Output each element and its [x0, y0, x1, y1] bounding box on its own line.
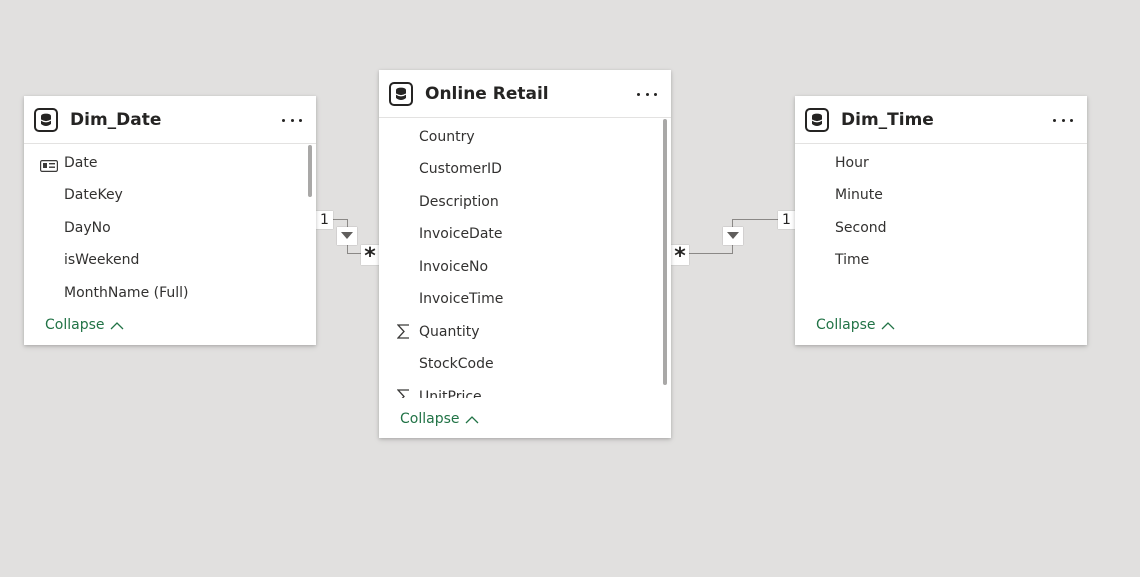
field-list[interactable]: Country CustomerID Description InvoiceDa… [379, 119, 671, 398]
scrollbar-thumb[interactable] [663, 119, 667, 385]
collapse-button[interactable]: Collapse [45, 317, 124, 333]
table-title: Dim_Date [70, 110, 162, 130]
table-card-online-retail[interactable]: Online Retail Country CustomerID Descrip… [379, 70, 671, 438]
database-icon [805, 108, 829, 132]
cardinality-many-label: * [361, 245, 379, 269]
table-card-dim-time[interactable]: Dim_Time Hour Minute Second Time Collaps… [795, 96, 1087, 345]
field-item[interactable]: DateKey [64, 187, 123, 203]
cardinality-one-label: 1 [316, 211, 333, 229]
table-header[interactable]: Dim_Date [24, 96, 316, 144]
field-item[interactable]: CustomerID [419, 161, 502, 177]
collapse-label: Collapse [816, 317, 876, 333]
collapse-button[interactable]: Collapse [400, 411, 479, 427]
database-icon [34, 108, 58, 132]
table-title: Dim_Time [841, 110, 934, 130]
field-item[interactable]: MonthName (Full) [64, 285, 189, 301]
table-title: Online Retail [425, 84, 549, 104]
field-item[interactable]: InvoiceDate [419, 226, 503, 242]
sigma-icon [396, 389, 410, 398]
more-options-icon[interactable] [637, 84, 657, 104]
field-item[interactable]: InvoiceTime [419, 291, 504, 307]
collapse-label: Collapse [400, 411, 460, 427]
chevron-up-icon [465, 415, 478, 423]
collapse-button[interactable]: Collapse [816, 317, 895, 333]
field-item[interactable]: InvoiceNo [419, 259, 489, 275]
calendar-hierarchy-icon [40, 157, 58, 176]
field-item[interactable]: Date [64, 155, 98, 171]
more-options-icon[interactable] [282, 110, 302, 130]
cardinality-many-label: * [671, 245, 689, 269]
database-icon [389, 82, 413, 106]
field-item[interactable]: Country [419, 129, 475, 145]
cardinality-one-label: 1 [778, 211, 795, 229]
field-item[interactable]: Quantity [419, 324, 480, 340]
field-item[interactable]: Minute [835, 187, 883, 203]
table-header[interactable]: Online Retail [379, 70, 671, 118]
relationship-line[interactable] [732, 219, 795, 220]
table-card-dim-date[interactable]: Dim_Date Date DateKey DayNo isWeekend Mo… [24, 96, 316, 345]
field-item[interactable]: Second [835, 220, 887, 236]
more-options-icon[interactable] [1053, 110, 1073, 130]
filter-direction-icon[interactable] [723, 227, 743, 245]
chevron-up-icon [881, 321, 894, 329]
field-item[interactable]: StockCode [419, 356, 494, 372]
field-item[interactable]: Description [419, 194, 499, 210]
field-item[interactable]: Time [835, 252, 870, 268]
field-item[interactable]: DayNo [64, 220, 111, 236]
scrollbar-thumb[interactable] [308, 145, 312, 197]
field-item[interactable]: isWeekend [64, 252, 140, 268]
field-item[interactable]: UnitPrice [419, 389, 482, 398]
relationship-line[interactable] [671, 253, 733, 254]
table-header[interactable]: Dim_Time [795, 96, 1087, 144]
collapse-label: Collapse [45, 317, 105, 333]
chevron-up-icon [110, 321, 123, 329]
sigma-icon [396, 324, 410, 343]
field-item[interactable]: Hour [835, 155, 869, 171]
filter-direction-icon[interactable] [337, 227, 357, 245]
